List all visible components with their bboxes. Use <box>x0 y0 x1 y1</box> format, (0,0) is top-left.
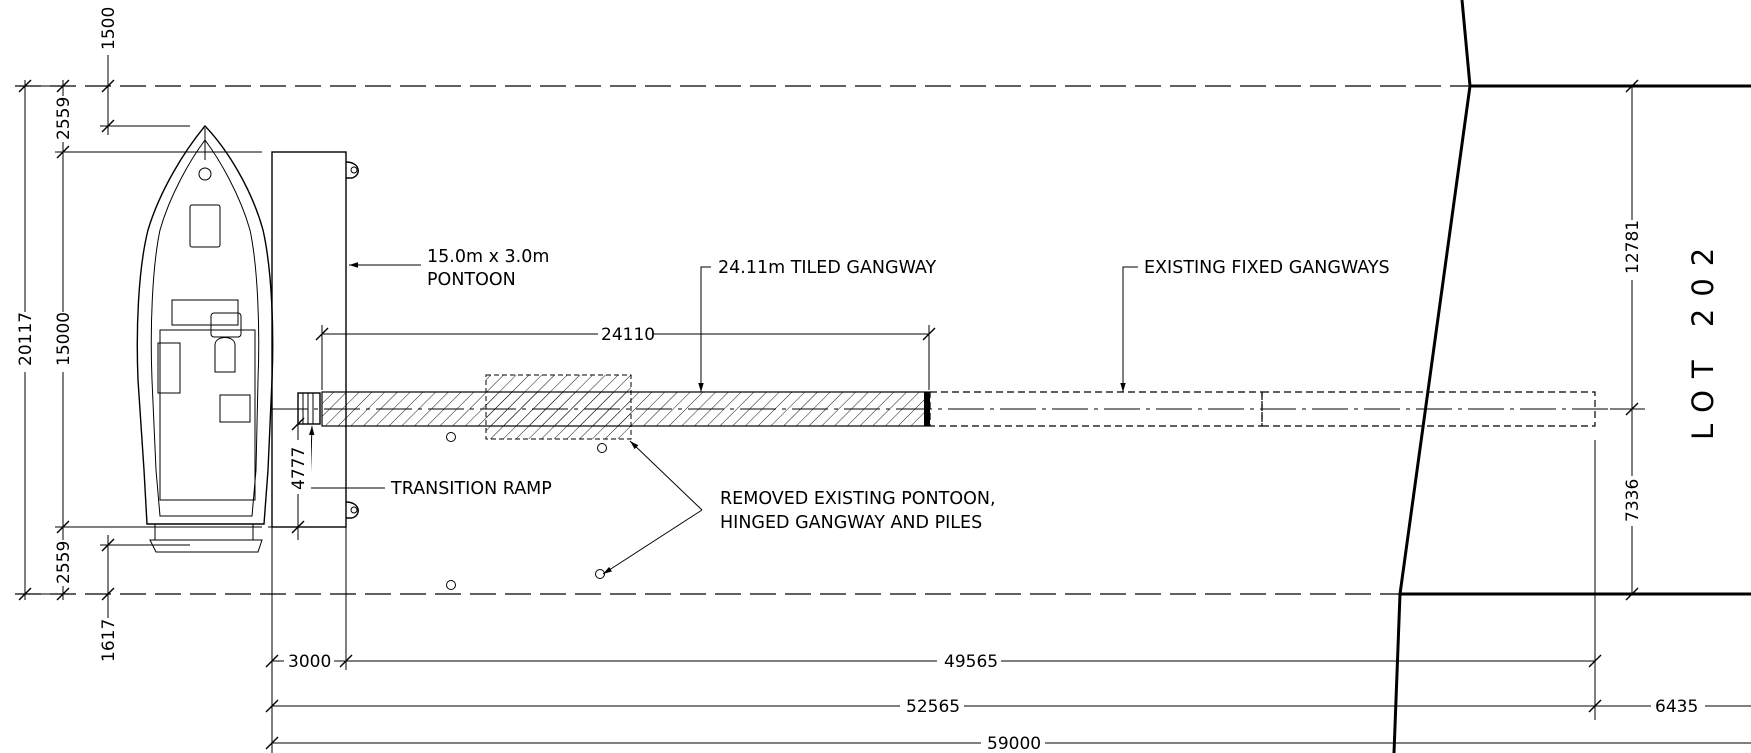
boat <box>136 124 274 553</box>
dim-20117: 20117 <box>16 312 36 366</box>
lease-boundary <box>15 85 1470 595</box>
dim-49565: 49565 <box>944 652 998 672</box>
leaders <box>309 262 1138 575</box>
lot-boundary <box>1392 0 1751 753</box>
dim-15000: 15000 <box>54 312 74 366</box>
dim-4777: 4777 <box>289 447 309 490</box>
dimension-text: 20117 15000 2559 2559 1500 1617 4777 241… <box>12 6 1705 753</box>
transition-ramp-note: TRANSITION RAMP <box>390 479 552 499</box>
pontoon <box>271 151 359 528</box>
lot-label: LOT 202 <box>1686 236 1720 440</box>
dim-59000: 59000 <box>987 734 1041 753</box>
pontoon-note-line2: PONTOON <box>427 270 516 290</box>
dim-2559-bottom: 2559 <box>54 541 74 584</box>
dim-1500: 1500 <box>99 7 119 50</box>
removed-note-line2: HINGED GANGWAY AND PILES <box>720 513 982 533</box>
dim-7336: 7336 <box>1623 479 1643 522</box>
tiled-gangway-note: 24.11m TILED GANGWAY <box>718 258 937 278</box>
dim-2559-top: 2559 <box>54 97 74 140</box>
dim-3000: 3000 <box>288 652 331 672</box>
dim-52565: 52565 <box>906 697 960 717</box>
dim-24110: 24110 <box>601 325 655 345</box>
existing-fixed-gangways-note: EXISTING FIXED GANGWAYS <box>1144 258 1390 278</box>
dim-6435: 6435 <box>1655 697 1698 717</box>
dim-12781: 12781 <box>1623 220 1643 274</box>
dim-1617: 1617 <box>99 619 119 662</box>
removed-note-line1: REMOVED EXISTING PONTOON, <box>720 489 996 509</box>
pontoon-note-line1: 15.0m x 3.0m <box>427 247 549 267</box>
